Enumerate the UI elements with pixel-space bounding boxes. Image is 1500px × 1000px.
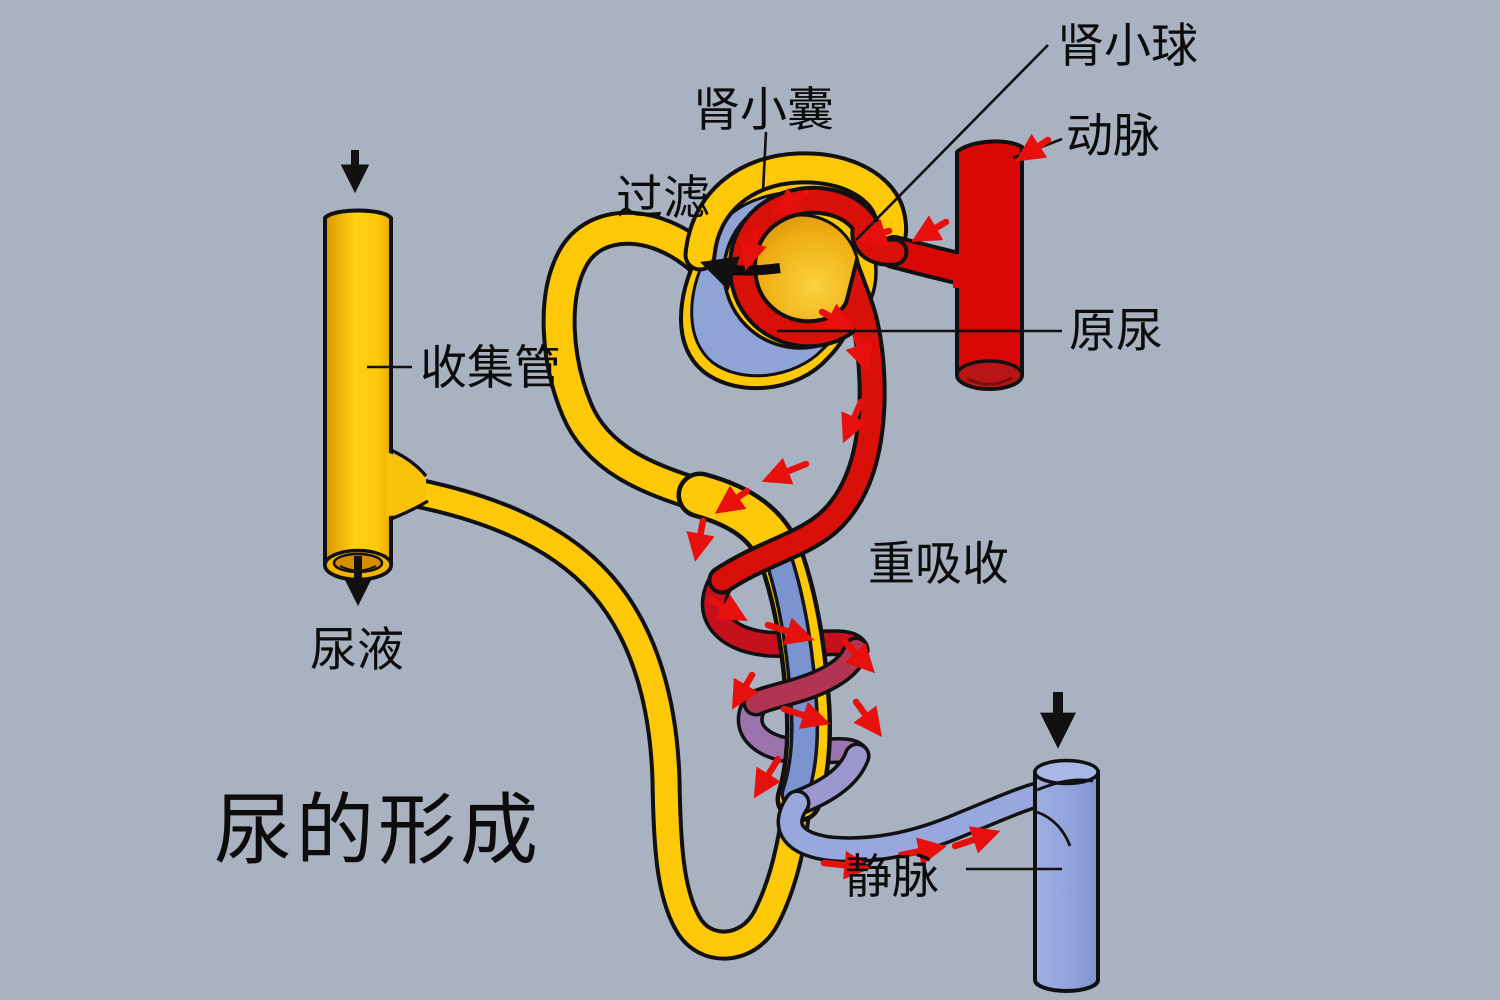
label-vein: 静脉 (845, 850, 939, 903)
flow-arrow-icon (714, 485, 751, 514)
label-collecting-duct: 收集管 (420, 341, 561, 394)
flow-arrow-icon (857, 218, 893, 246)
vein-shape (1033, 758, 1100, 993)
label-filtration: 过滤 (616, 171, 710, 224)
flow-arrow-icon (764, 617, 815, 645)
flow-arrow-icon (841, 398, 868, 444)
proximal-tubule-loop-shape (541, 210, 720, 513)
label-artery: 动脉 (1066, 109, 1160, 162)
flow-arrow-icon (731, 671, 759, 710)
flow-arrow-icon (753, 755, 782, 799)
flow-arrow-icon (707, 594, 748, 621)
capillary-to-vein (780, 784, 1050, 860)
collecting-duct-shape (323, 208, 429, 582)
label-bowmans-capsule: 肾小囊 (693, 83, 834, 136)
label-primary-urine: 原尿 (1069, 304, 1163, 357)
flow-arrow-icon (686, 517, 715, 562)
label-reabsorption: 重吸收 (868, 537, 1009, 590)
flow-arrow-icon (841, 638, 875, 674)
flow-arrow-icon (771, 187, 810, 216)
distal-tubule-shape (362, 470, 813, 961)
artery-shape (953, 139, 1024, 391)
flow-arrow-icon (1015, 133, 1052, 162)
flow-arrow-icon (761, 457, 810, 485)
capsule-leader-line (761, 131, 768, 192)
filtration-arrow-icon (700, 256, 781, 291)
label-urine: 尿液 (310, 623, 404, 676)
flow-arrow-icon (818, 303, 855, 330)
flow-arrow-icon (739, 228, 767, 271)
glomerulus-leader-line (855, 44, 1049, 241)
page-title: 尿的形成 (214, 786, 543, 874)
flow-arrow-icon (820, 850, 873, 880)
flow-arrow-icon (951, 826, 1001, 854)
flow-arrow-icon (845, 332, 873, 373)
label-glomerulus: 肾小球 (1057, 19, 1198, 72)
flow-arrows (686, 133, 1052, 880)
flow-arrow-icon (911, 215, 950, 243)
flow-arrow-icon (897, 837, 947, 866)
vein-opening (1033, 758, 1100, 786)
peritubular-capillary-front (742, 636, 1054, 864)
flow-arrow-icon (852, 698, 882, 738)
flow-arrow-icon (780, 701, 831, 729)
